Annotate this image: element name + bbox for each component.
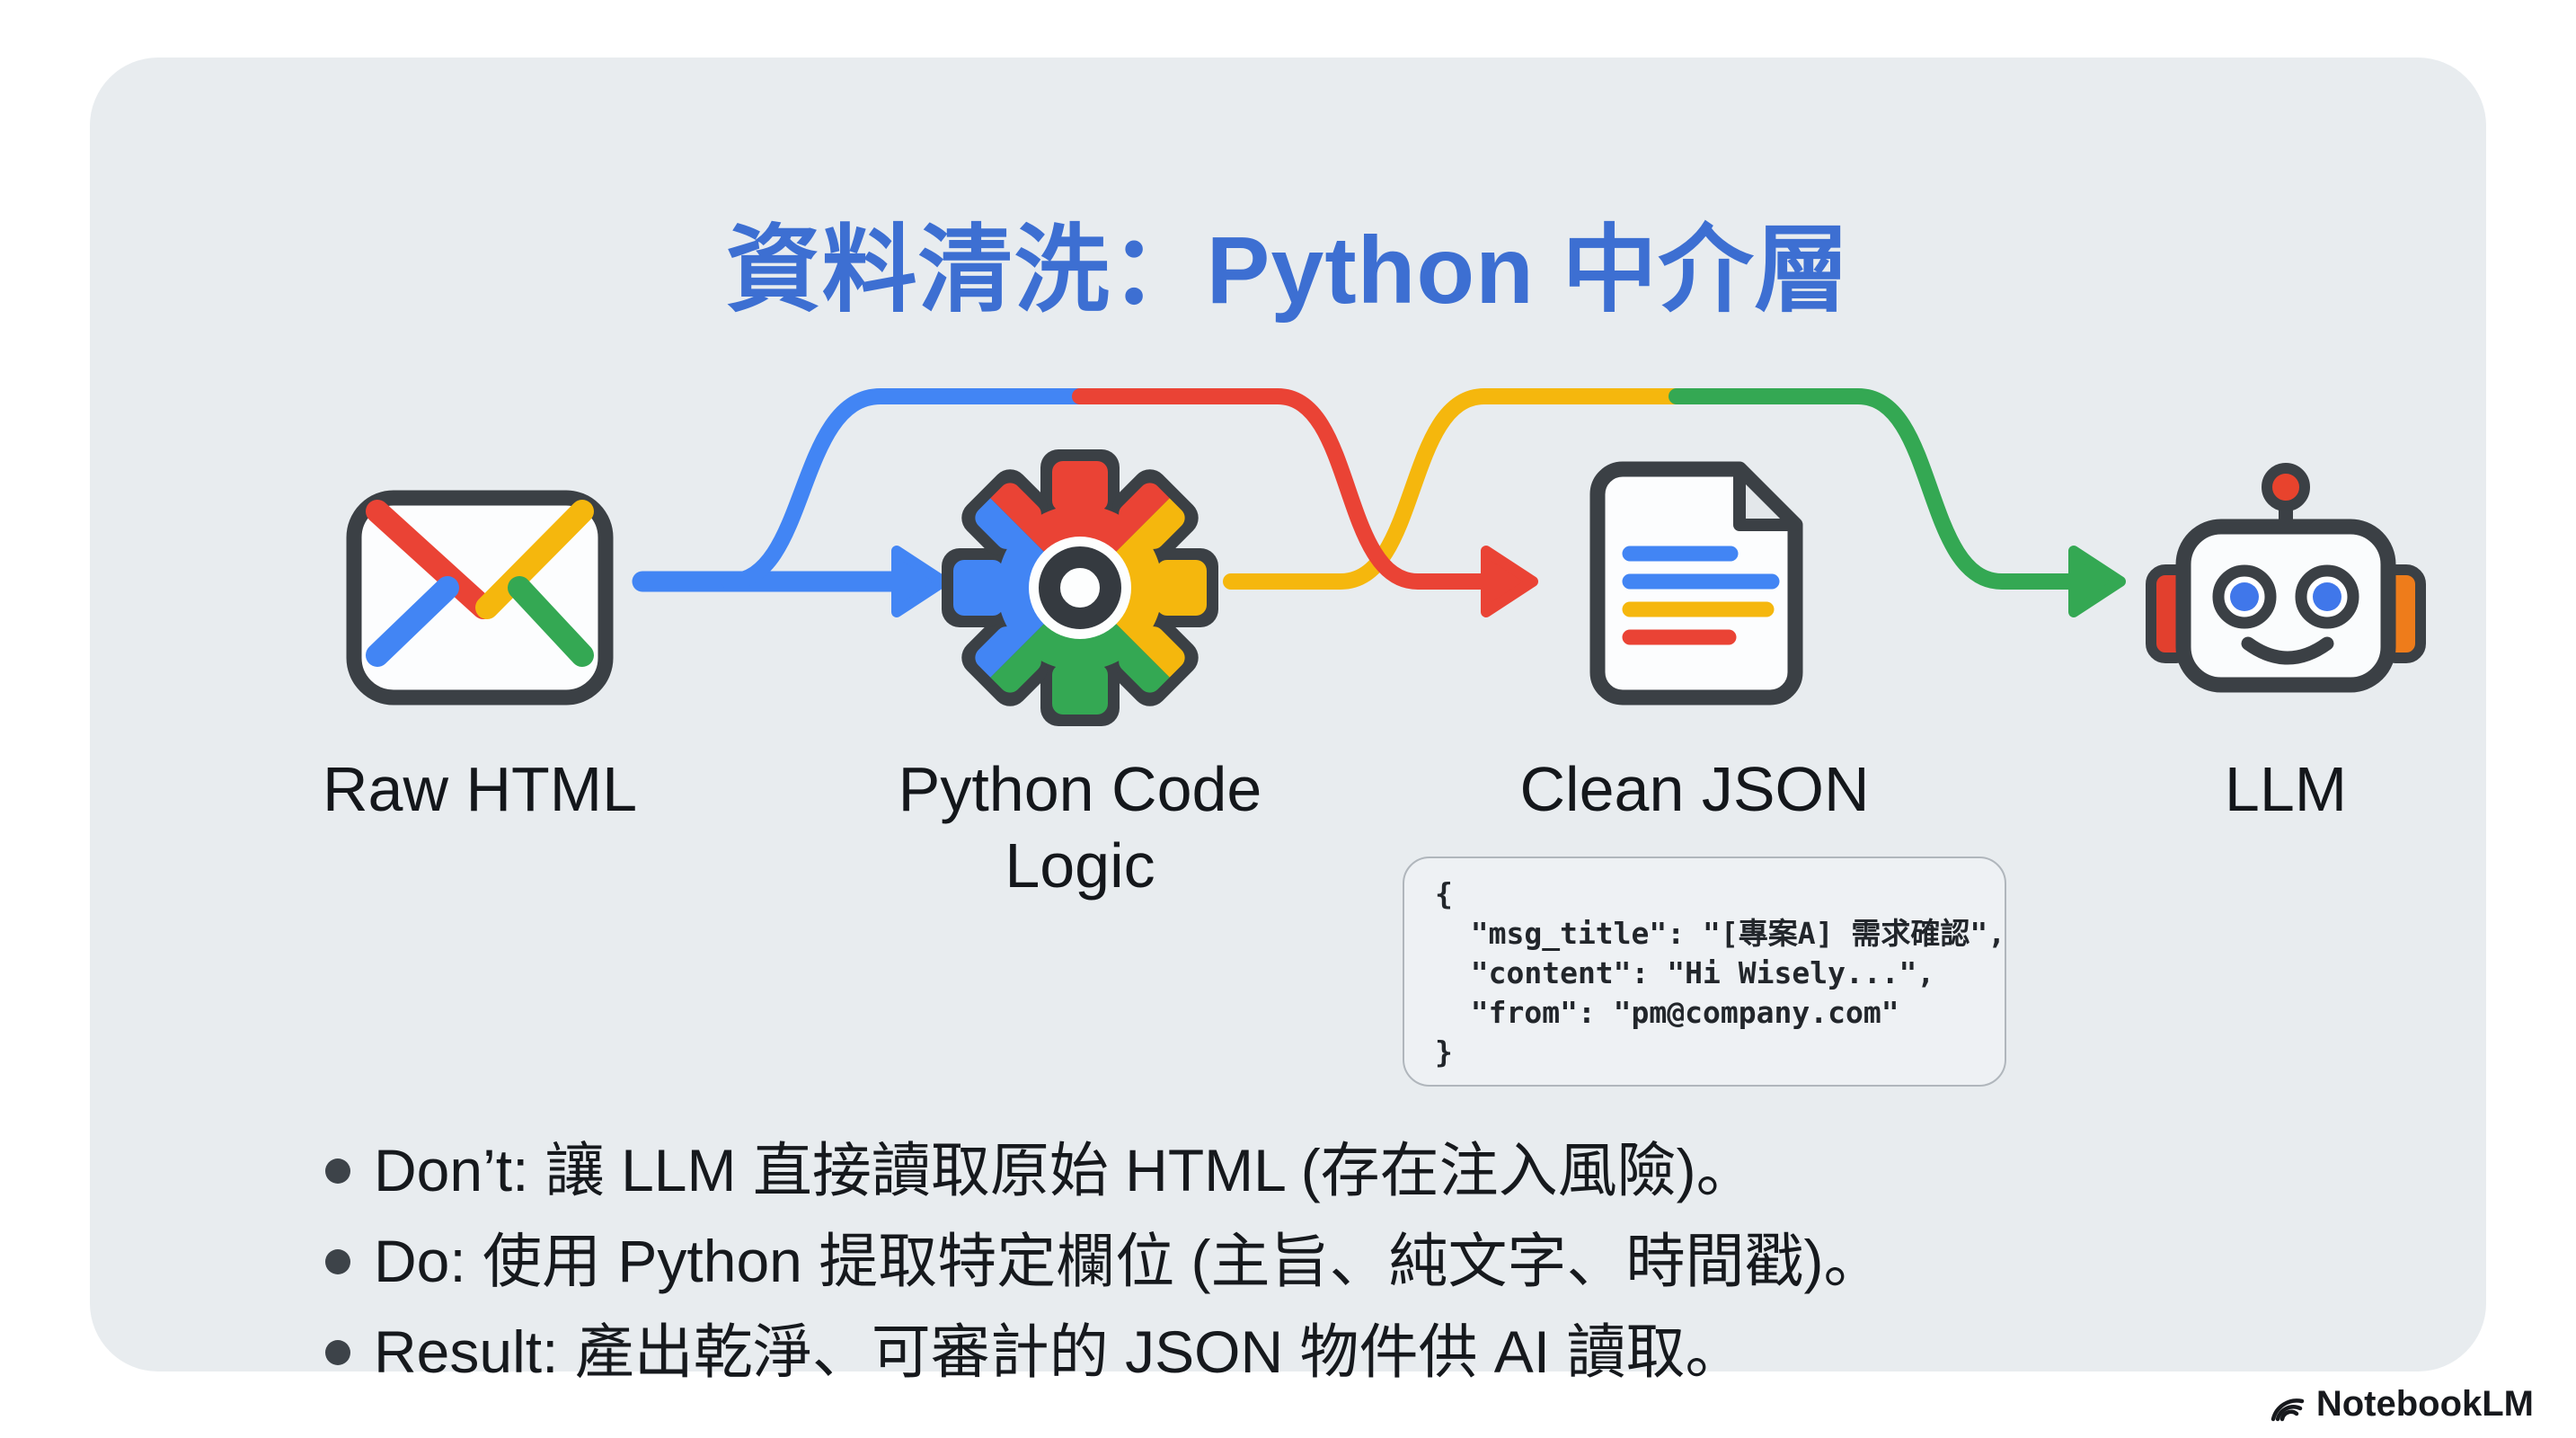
bullet-text-dont: Don’t: 讓 LLM 直接讀取原始 HTML (存在注入風險)。 [374,1137,1756,1203]
arrow-python-to-json [1072,388,1538,617]
list-item: Result: 產出乾淨、可審計的 JSON 物件供 AI 讀取。 [325,1314,1883,1390]
json-code-box: { "msg_title": "[專案A] 需求確認", "content": … [1403,857,2006,1087]
watermark-label: NotebookLM [2315,1384,2534,1424]
bullet-list: Don’t: 讓 LLM 直接讀取原始 HTML (存在注入風險)。 Do: 使… [325,1132,1883,1405]
arrowhead-red-icon [1481,546,1538,617]
robot-eye-right [2313,582,2341,611]
bullet-dot-icon [325,1248,350,1274]
robot-icon [2146,463,2426,693]
weave-yellow-segment [1223,388,1685,590]
arrowhead-blue-icon [891,546,949,617]
node-label-raw-html: Raw HTML [322,754,638,824]
gear-icon [942,449,1218,726]
slide-card: 資料清洗：Python 中介層 [90,58,2486,1385]
robot-smile [2241,636,2334,665]
weave-green-segment [1669,388,2084,590]
robot-head [2175,519,2396,693]
list-item: Do: 使用 Python 提取特定欄位 (主旨、純文字、時間戳)。 [325,1223,1883,1300]
notebooklm-logo-icon [2271,1398,2305,1421]
flow-diagram [346,388,2426,726]
weave-blue-segment [721,388,1088,590]
arrow-raw-html-to-python [632,546,949,617]
list-item: Don’t: 讓 LLM 直接讀取原始 HTML (存在注入風險)。 [325,1132,1883,1209]
arrow-json-to-llm [1669,388,2126,617]
bullet-text-result: Result: 產出乾淨、可審計的 JSON 物件供 AI 讀取。 [374,1318,1745,1385]
robot-antenna-ball [2262,463,2310,511]
node-label-clean-json: Clean JSON [1519,754,1870,824]
watermark: NotebookLM [2266,1384,2534,1425]
bullet-dot-icon [325,1158,350,1184]
node-label-python-code: Python Code Logic [898,754,1262,901]
bullet-dot-icon [325,1339,350,1365]
envelope-icon [346,490,614,706]
bullet-text-do: Do: 使用 Python 提取特定欄位 (主旨、純文字、時間戳)。 [374,1228,1883,1294]
node-label-llm: LLM [2224,754,2348,824]
page-title: 資料清洗：Python 中介層 [725,217,1851,324]
weave-red-segment [1072,388,1496,590]
arrowhead-green-icon [2068,546,2126,617]
robot-eye-left [2230,582,2259,611]
document-icon [1589,461,1803,706]
